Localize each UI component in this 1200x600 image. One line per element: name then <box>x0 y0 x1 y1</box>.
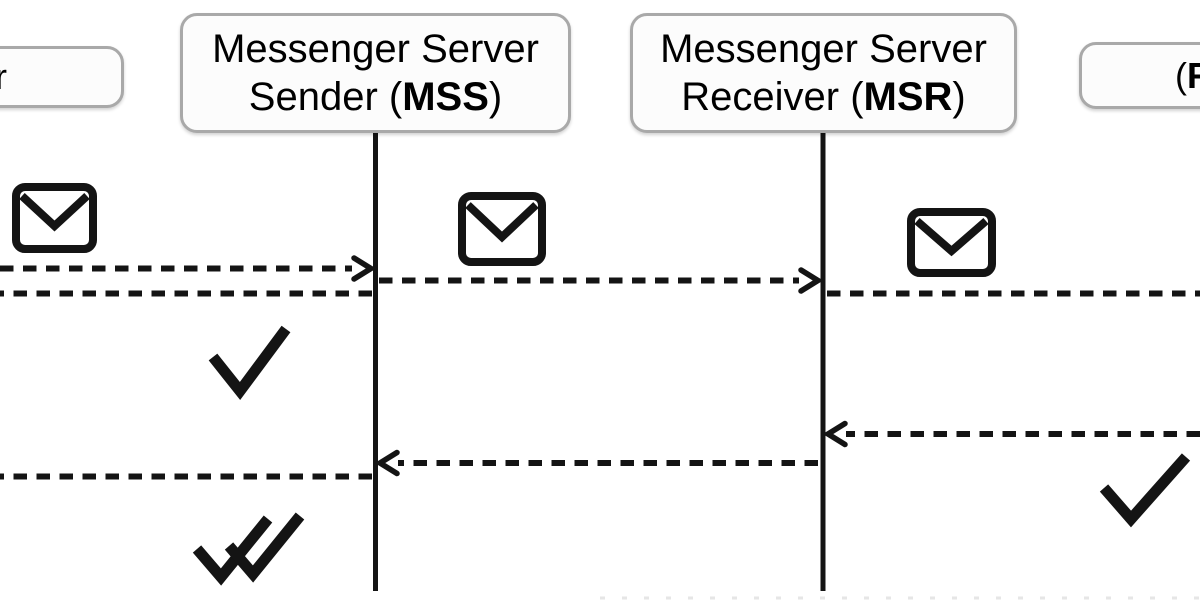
envelope-icon <box>907 208 996 277</box>
envelope-icon <box>458 192 546 266</box>
actor-label-line1: Messenger Server <box>660 27 987 71</box>
arrowhead-right-at-mss <box>351 255 377 282</box>
actor-label-line2: Receiver (MSR) <box>681 75 966 119</box>
arrowhead-left-at-mss <box>374 449 400 477</box>
actor-box-sender-cropped: r <box>0 46 124 108</box>
actor-box-mss: Messenger Server Sender (MSS) <box>180 13 571 133</box>
actor-label-line2: Sender (MSS) <box>248 75 503 119</box>
double-check-icon <box>192 512 305 586</box>
actor-box-receiver-cropped: (R <box>1079 42 1200 109</box>
actor-label-fragment: r <box>0 56 7 97</box>
single-check-icon <box>208 325 291 401</box>
arrowhead-right-at-msr <box>798 267 824 294</box>
arrowhead-left-at-msr <box>822 420 848 448</box>
single-check-icon <box>1099 453 1191 528</box>
actor-label-line1: Messenger Server <box>212 27 539 71</box>
envelope-icon <box>12 183 97 253</box>
actor-label-fragment: (R <box>1175 54 1200 96</box>
actor-box-msr: Messenger Server Receiver (MSR) <box>630 13 1017 133</box>
